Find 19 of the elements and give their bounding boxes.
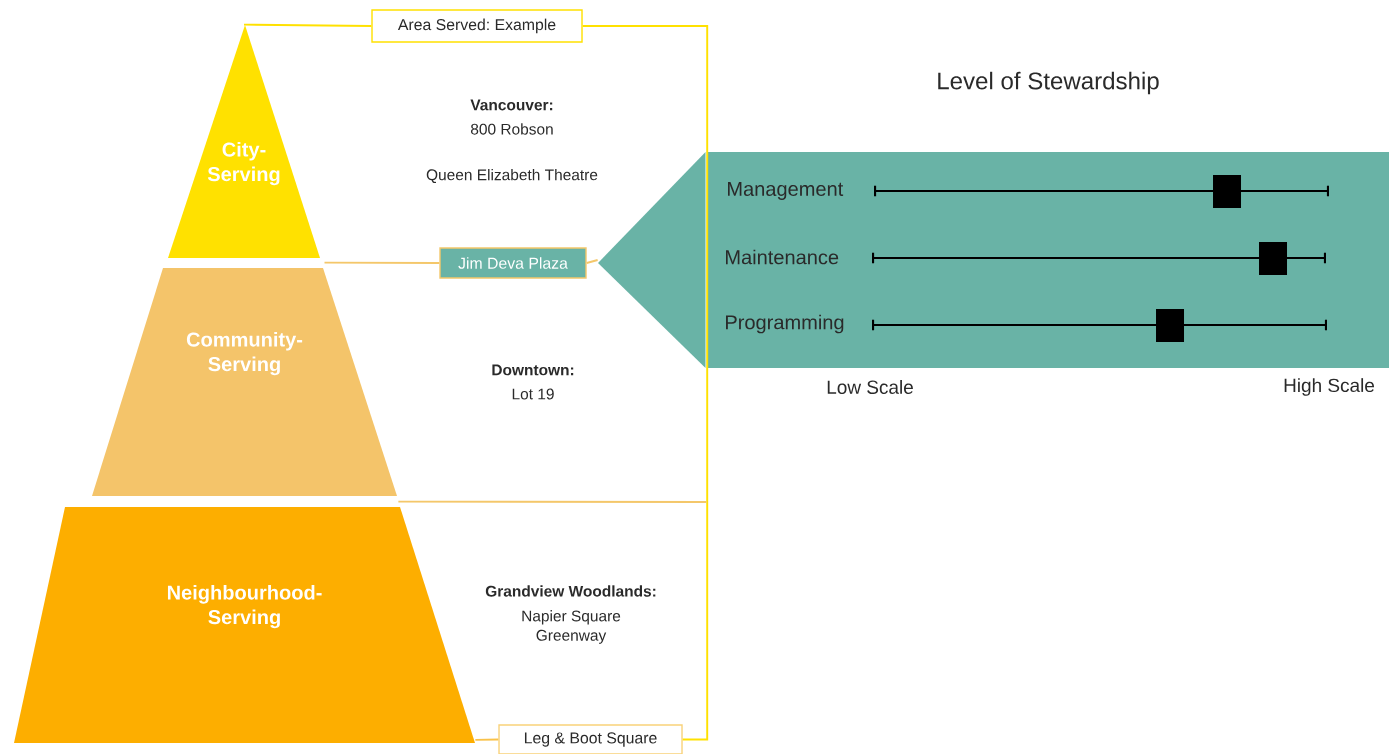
connector-line [585,259,599,264]
place-name: 800 Robson [470,123,553,135]
connector-line [323,261,441,264]
area-heading: Downtown: [492,364,574,376]
connector-line [397,500,708,503]
pyramid-tier: Neighbourhood-Serving [14,507,475,743]
connector-line [243,23,373,27]
area-heading: Vancouver: [470,99,553,111]
connector-line [581,25,709,741]
pointer-triangle [598,152,706,368]
label-box: Jim Deva Plaza [439,247,587,279]
pyramid-tier: City-Serving [168,25,320,258]
place-name: Lot 19 [512,388,554,400]
title: Level of Stewardship [938,71,1159,95]
place-name: Napier Square Greenway [522,610,621,644]
label-box: Area Served: Example [371,9,583,43]
connector-line [474,738,500,741]
pyramid-tier: Community-Serving [92,268,397,496]
label-box: Leg & Boot Square [498,724,683,754]
